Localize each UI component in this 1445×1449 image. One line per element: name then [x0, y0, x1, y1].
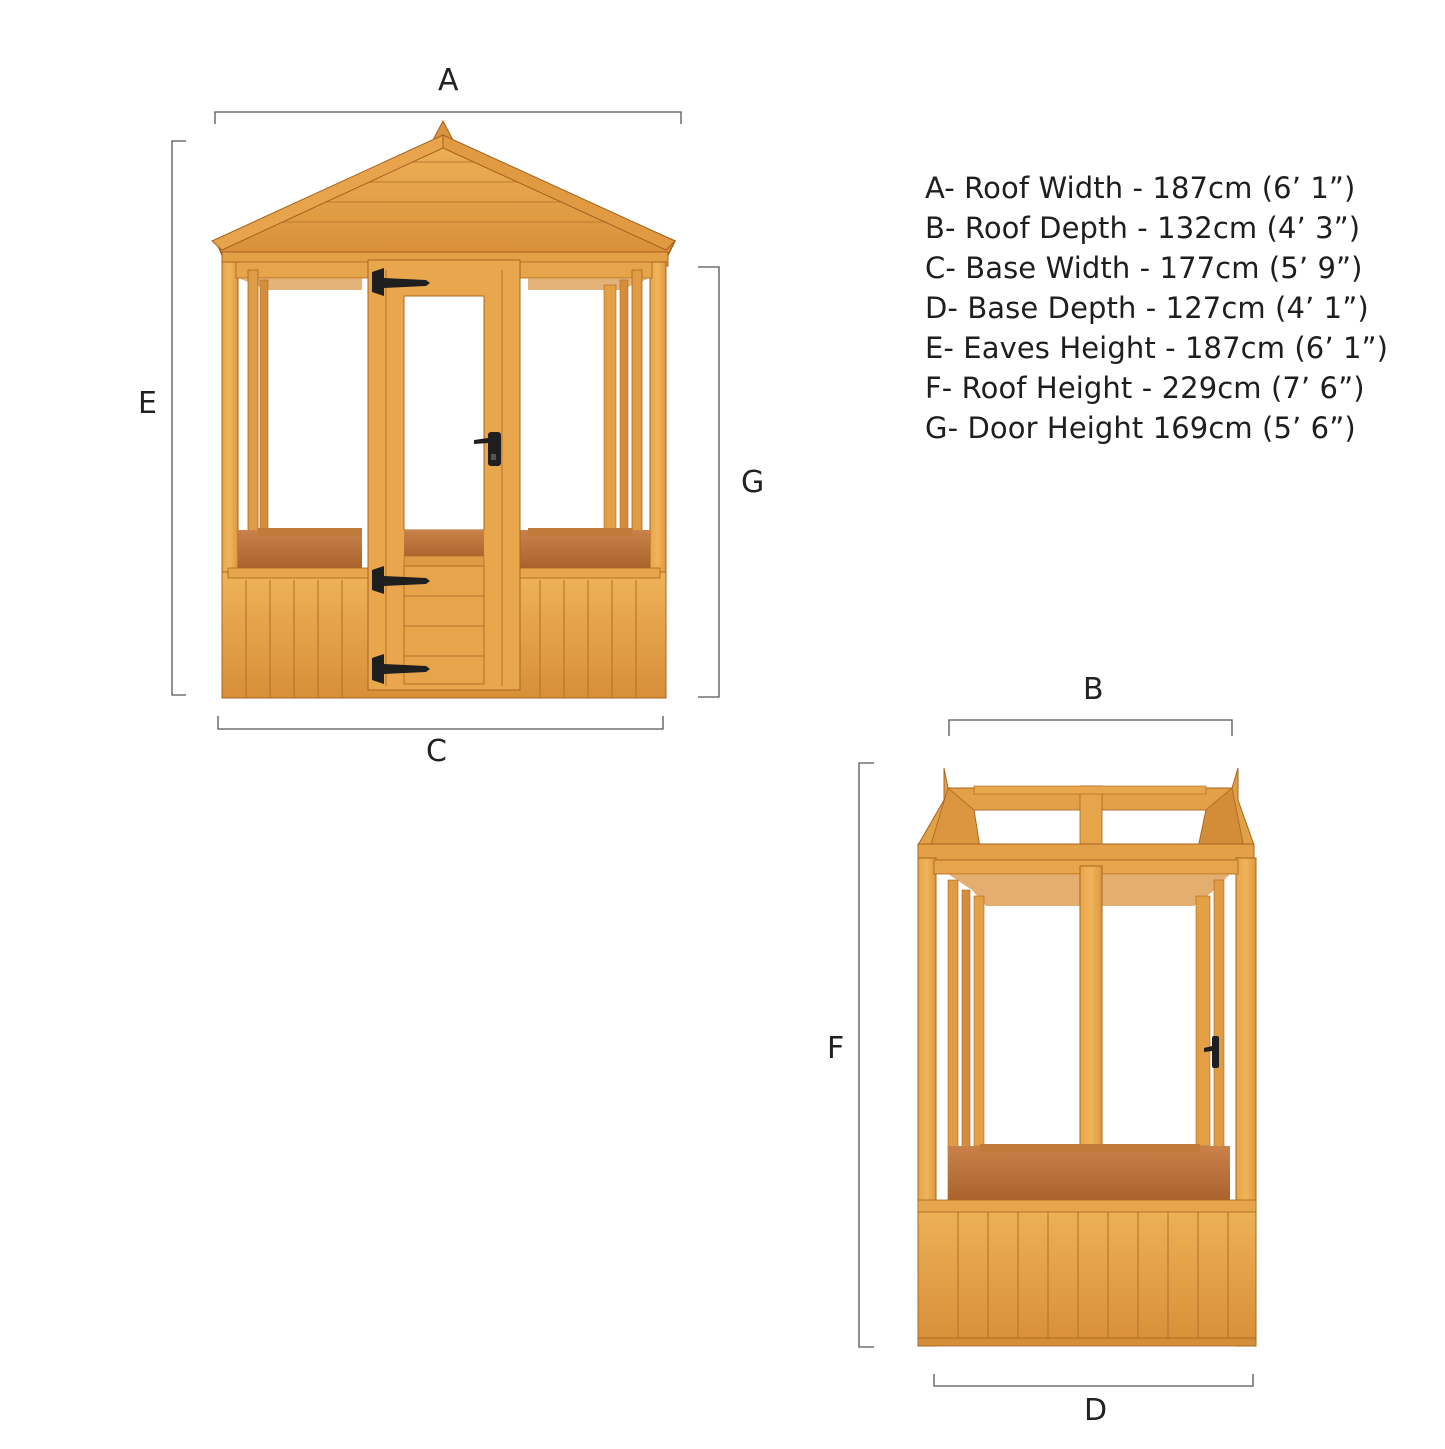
dimension-line-f [858, 762, 874, 1348]
dimension-line-c [217, 716, 664, 730]
dimension-line-d [933, 1374, 1254, 1387]
hinge-icon [372, 566, 430, 594]
side-glass-right [1102, 906, 1194, 1146]
door-glass [403, 295, 485, 531]
dimension-line-g [698, 266, 720, 698]
roof-gable [215, 139, 677, 256]
window-left [268, 278, 362, 530]
spec-roof-height: F- Roof Height - 229cm (7’ 6”) [925, 371, 1365, 405]
greenhouse-front-view [211, 119, 677, 699]
barge-board-right [442, 134, 676, 251]
dimension-line-a [214, 111, 682, 124]
interior-right [520, 530, 650, 570]
dimension-label-c: C [426, 734, 447, 769]
door [367, 259, 521, 691]
cladding-panel-side [917, 1203, 1257, 1345]
dimension-label-e: E [138, 386, 157, 421]
door-handle-icon [474, 432, 501, 466]
interior-left [238, 530, 362, 570]
door-hinges [372, 268, 430, 684]
dimension-label-d: D [1084, 1393, 1108, 1428]
window-right [528, 278, 604, 530]
dimension-line-b [948, 719, 1233, 736]
dimension-label-f: F [827, 1031, 845, 1066]
side-door-handle-icon [1204, 1036, 1219, 1068]
hinge-icon [372, 268, 430, 296]
greenhouse-side-view [917, 767, 1257, 1347]
specifications-list: A- Roof Width - 187cm (6’ 1”) B- Roof De… [925, 168, 1388, 448]
spec-base-depth: D- Base Depth - 127cm (4’ 1”) [925, 291, 1369, 325]
dimension-line-e [171, 140, 186, 696]
dimension-lines [171, 111, 1254, 1387]
side-glass-left [986, 906, 1080, 1146]
spec-base-width: C- Base Width - 177cm (5’ 9”) [925, 251, 1363, 285]
hinge-icon [372, 654, 430, 684]
dimension-label-a: A [438, 63, 459, 98]
spec-door-height: G- Door Height 169cm (5’ 6”) [925, 411, 1356, 445]
dimension-label-g: G [741, 465, 765, 500]
spec-eaves-height: E- Eaves Height - 187cm (6’ 1”) [925, 331, 1389, 365]
spec-roof-depth: B- Roof Depth - 132cm (4’ 3”) [925, 211, 1361, 245]
spec-roof-width: A- Roof Width - 187cm (6’ 1”) [925, 171, 1356, 205]
dimension-label-b: B [1083, 672, 1104, 707]
